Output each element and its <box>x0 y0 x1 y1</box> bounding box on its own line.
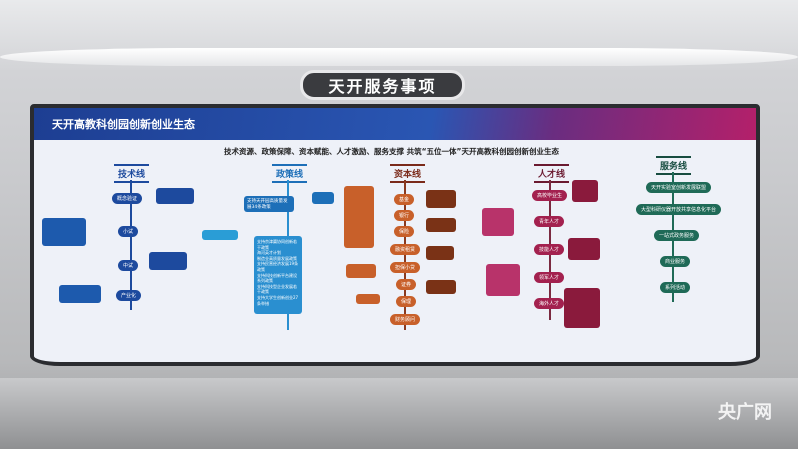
talent-node: 领军人才 <box>534 272 565 283</box>
policy-column: 政策线 <box>272 162 308 183</box>
capital-node: 保理 <box>396 296 417 307</box>
subtitle: 技术资源、政策保障、资本赋能、人才激励、服务支撑 共筑“五位一体”天开高教科创园… <box>224 147 559 156</box>
policy-item: 支持京津冀协同创新若干政策 <box>257 239 297 250</box>
talent-node: 青年人才 <box>534 216 565 227</box>
policy-item: 支持科技创新平台建设系列政策 <box>257 272 297 284</box>
capital-node: 融资租赁 <box>390 244 421 255</box>
talent-info-box <box>564 288 600 328</box>
capital-info-box <box>426 190 456 208</box>
policy-info-box <box>202 230 238 240</box>
capital-node: 担保小贷 <box>390 262 421 273</box>
tech-info-box <box>59 285 101 303</box>
capital-node: 基金 <box>394 194 415 205</box>
tech-node: 小试 <box>118 226 139 237</box>
capital-node: 银行 <box>394 210 415 221</box>
policy-list: 支持京津冀协同创新若干政策海河英才计划制造业高质量发展政策支持民营经济发展19条… <box>254 236 302 314</box>
service-node: 天开实验室创新发展联盟 <box>646 182 712 193</box>
tech-line <box>130 180 132 310</box>
policy-info-box <box>312 192 334 204</box>
policy-item: 支持大学生创新创业27条举措 <box>257 294 299 306</box>
tech-node: 产业化 <box>116 290 142 301</box>
tech-info-box <box>149 252 187 270</box>
capital-node: 保险 <box>394 226 415 237</box>
floor <box>0 378 798 449</box>
tech-info-box <box>42 218 86 246</box>
banner-title: 天开高教科创园创新创业生态 <box>52 118 195 131</box>
service-node: 系列活动 <box>660 282 691 293</box>
capital-title: 资本线 <box>390 164 426 183</box>
talent-node: 技能人才 <box>534 244 565 255</box>
talent-title: 人才线 <box>534 164 570 183</box>
capital-info-box <box>344 186 374 248</box>
light-strip <box>0 48 798 66</box>
policy-item: 制造业高质量发展政策 <box>257 255 297 261</box>
capital-node: 证券 <box>396 279 417 290</box>
talent-info-box <box>568 238 600 260</box>
policy-item: 支持科技型企业发展若干政策 <box>257 283 297 295</box>
capital-line <box>404 180 406 330</box>
capital-node: 财务顾问 <box>390 314 421 325</box>
talent-info-box <box>482 208 514 236</box>
policy-title: 政策线 <box>272 164 308 183</box>
talent-node: 高校毕业生 <box>532 190 568 201</box>
display-screen: 天开高教科创园创新创业生态 技术资源、政策保障、资本赋能、人才激励、服务支撑 共… <box>30 104 760 366</box>
policy-item: 支持民营经济发展19条政策 <box>257 261 299 272</box>
capital-column: 资本线 <box>390 162 426 183</box>
tech-node: 概念验证 <box>112 193 143 204</box>
tech-node: 中试 <box>118 260 139 271</box>
talent-info-box <box>572 180 598 202</box>
service-node: 一站式政务服务 <box>654 230 700 241</box>
service-node: 大型科研仪器开放共享信息化平台 <box>636 204 722 215</box>
capital-info-box <box>356 294 380 304</box>
tech-info-box <box>156 188 194 204</box>
watermark-logo: 央广网 <box>718 402 772 423</box>
talent-info-box <box>486 264 520 296</box>
capital-info-box <box>426 218 456 232</box>
sign: 天开服务事项 <box>300 70 465 100</box>
talent-node: 海外人才 <box>534 298 565 309</box>
policy-top: 支持天开园高质量发展34条政策 <box>244 196 294 212</box>
service-node: 商业服务 <box>660 256 691 267</box>
capital-info-box <box>426 280 456 294</box>
capital-info-box <box>346 264 376 278</box>
talent-column: 人才线 <box>534 162 570 183</box>
policy-item: 海河英才计划 <box>257 250 281 256</box>
banner: 天开高教科创园创新创业生态 <box>34 108 756 140</box>
capital-info-box <box>426 246 454 260</box>
